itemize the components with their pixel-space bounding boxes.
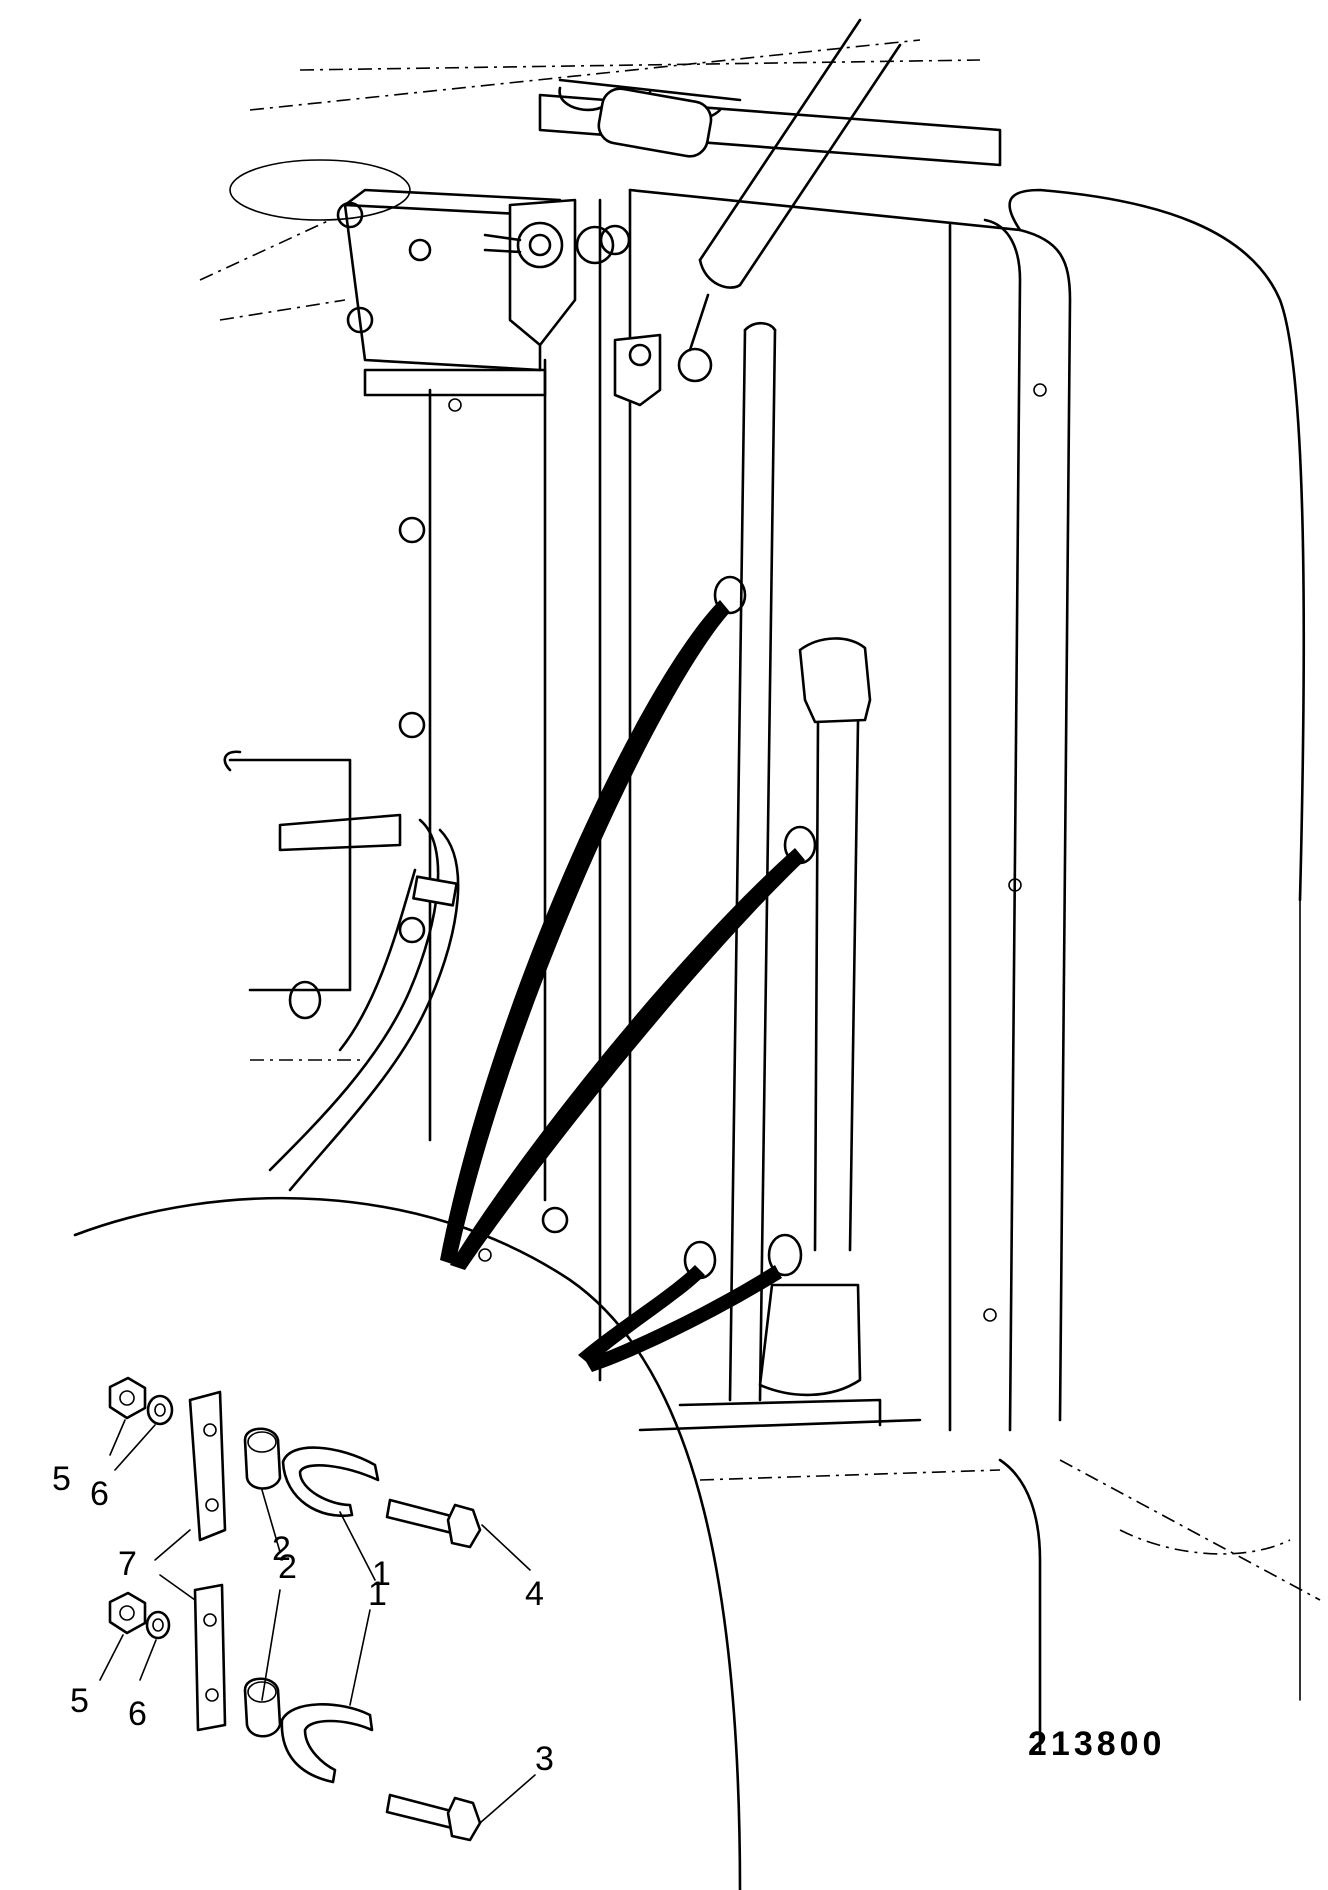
callout-1: 1 — [368, 1575, 387, 1613]
washer-icon — [145, 1610, 171, 1640]
bolt-icon — [385, 1498, 482, 1549]
callout-1: 1 — [372, 1555, 391, 1593]
callout-5: 5 — [70, 1682, 89, 1720]
figure-number: 213800 — [1028, 1725, 1165, 1763]
spacer-icon — [243, 1677, 282, 1738]
bolt-icon — [385, 1793, 482, 1842]
clamp-icon — [281, 1446, 380, 1518]
clamp-icon — [280, 1703, 374, 1784]
detail-leader-bands — [440, 600, 805, 1372]
plate-icon — [188, 1390, 227, 1542]
detail-view: 5 6 7 2 1 4 2 1 5 6 3 — [52, 1196, 742, 1890]
washer-icon — [146, 1394, 174, 1426]
spacer-icon — [243, 1427, 282, 1490]
callout-7: 7 — [118, 1545, 137, 1583]
callout-2: 2 — [272, 1530, 291, 1568]
callout-2: 2 — [278, 1548, 297, 1586]
callout-4: 4 — [525, 1575, 544, 1613]
nut-icon — [108, 1591, 147, 1635]
callout-5: 5 — [52, 1460, 71, 1498]
cab-frame-structure — [199, 18, 1321, 1752]
callout-6: 6 — [90, 1475, 109, 1513]
callout-6: 6 — [128, 1695, 147, 1733]
nut-icon — [108, 1376, 147, 1420]
callout-3: 3 — [535, 1740, 554, 1778]
plate-icon — [193, 1583, 227, 1732]
